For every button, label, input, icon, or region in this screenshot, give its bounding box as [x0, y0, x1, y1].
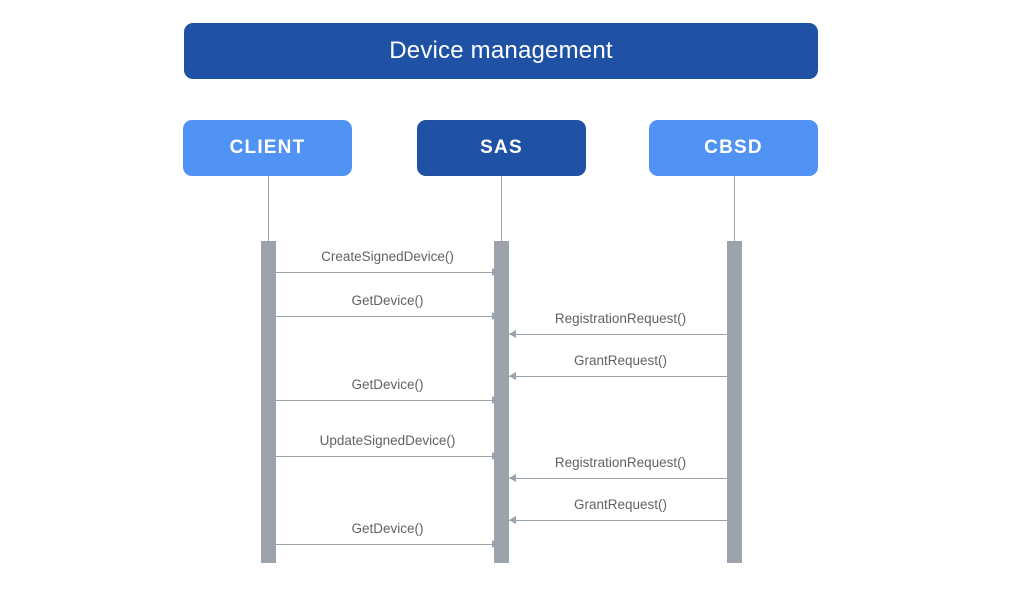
activation-bar-client — [261, 241, 276, 563]
message-line-3 — [509, 334, 732, 335]
message-line-8 — [509, 520, 732, 521]
activation-bar-cbsd — [727, 241, 742, 563]
message-label-6: UpdateSignedDevice() — [319, 433, 456, 448]
message-label-5: GetDevice() — [351, 377, 424, 392]
message-label-9: GetDevice() — [351, 521, 424, 536]
participant-client-label: CLIENT — [229, 137, 306, 158]
participant-sas[interactable]: SAS — [417, 120, 586, 176]
lifeline-client — [268, 176, 269, 242]
arrow-head-right-6 — [492, 452, 499, 460]
participant-sas-label: SAS — [480, 137, 523, 158]
message-label-4: GrantRequest() — [573, 353, 668, 368]
arrow-head-left-7 — [509, 474, 516, 482]
arrow-head-right-9 — [492, 540, 499, 548]
message-line-9 — [276, 544, 499, 545]
arrow-head-left-3 — [509, 330, 516, 338]
message-label-8: GrantRequest() — [573, 497, 668, 512]
lifeline-sas — [501, 176, 502, 242]
participant-cbsd-label: CBSD — [704, 137, 763, 158]
arrow-head-left-4 — [509, 372, 516, 380]
participant-cbsd[interactable]: CBSD — [649, 120, 818, 176]
message-line-1 — [276, 272, 499, 273]
page-title: Device management — [389, 37, 613, 64]
arrow-head-right-1 — [492, 268, 499, 276]
participant-client[interactable]: CLIENT — [183, 120, 352, 176]
message-line-7 — [509, 478, 732, 479]
message-label-2: GetDevice() — [351, 293, 424, 308]
activation-bar-sas — [494, 241, 509, 563]
lifeline-cbsd — [734, 176, 735, 242]
message-line-2 — [276, 316, 499, 317]
arrow-head-right-5 — [492, 396, 499, 404]
message-line-4 — [509, 376, 732, 377]
arrow-head-right-2 — [492, 312, 499, 320]
diagram-title-banner: Device management — [184, 23, 818, 79]
message-label-1: CreateSignedDevice() — [321, 249, 454, 264]
arrow-head-left-8 — [509, 516, 516, 524]
message-line-5 — [276, 400, 499, 401]
message-line-6 — [276, 456, 499, 457]
message-label-3: RegistrationRequest() — [554, 311, 687, 326]
message-label-7: RegistrationRequest() — [554, 455, 687, 470]
